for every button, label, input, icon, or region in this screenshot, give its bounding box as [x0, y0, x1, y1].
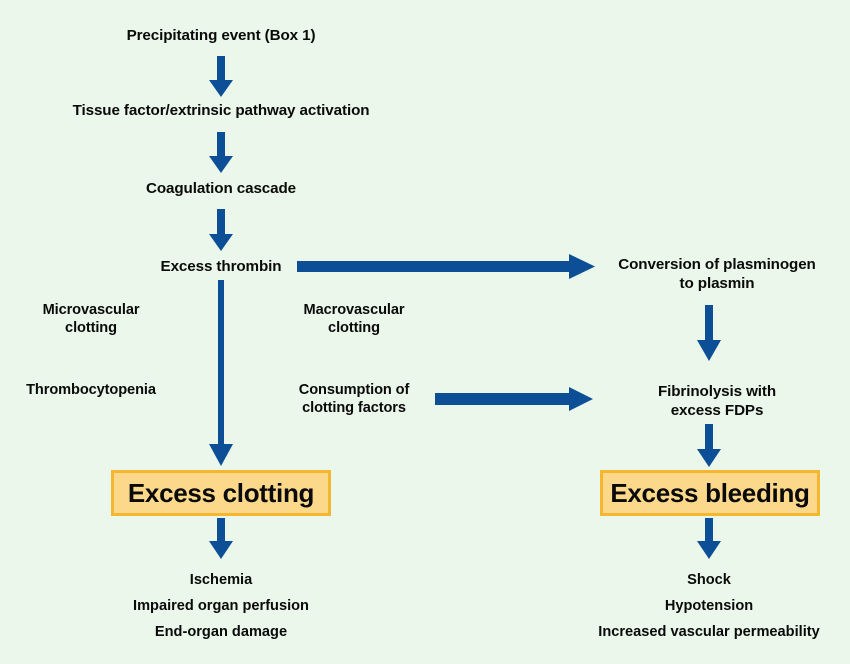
arrow-tissue-factor-to-cascade — [206, 132, 236, 174]
highlight-box-excess-clotting-label: Excess clotting — [127, 477, 315, 508]
arrow-excess-bleeding-to-outcomes — [694, 518, 724, 560]
arrow-consumption-to-fibrinolysis — [435, 387, 594, 411]
node-consumption-clotting-factors: Consumption of clotting factors — [298, 382, 410, 416]
arrow-precipitating-to-tissue-factor — [206, 56, 236, 98]
arrow-plasminogen-to-fibrinolysis — [694, 305, 724, 362]
highlight-box-excess-clotting: Excess clotting — [111, 470, 331, 516]
arrow-cascade-to-thrombin — [206, 209, 236, 252]
node-macrovascular-clotting: Macrovascular clotting — [303, 302, 405, 336]
outcomes-clotting: Ischemia Impaired organ perfusion End-or… — [133, 572, 309, 640]
node-thrombocytopenia: Thrombocytopenia — [26, 382, 156, 398]
outcomes-bleeding: Shock Hypotension Increased vascular per… — [598, 572, 820, 640]
arrow-thrombin-to-plasminogen — [297, 254, 596, 280]
highlight-box-excess-bleeding-label: Excess bleeding — [610, 477, 810, 508]
node-precipitating-event: Precipitating event (Box 1) — [126, 27, 316, 44]
node-coagulation-cascade: Coagulation cascade — [145, 180, 297, 197]
node-fibrinolysis: Fibrinolysis with excess FDPs — [657, 383, 777, 419]
node-tissue-factor: Tissue factor/extrinsic pathway activati… — [72, 102, 370, 119]
arrow-excess-clotting-to-outcomes — [206, 518, 236, 560]
node-microvascular-clotting: Microvascular clotting — [42, 302, 140, 336]
node-conversion-plasminogen: Conversion of plasminogen to plasmin — [618, 256, 816, 292]
node-excess-thrombin: Excess thrombin — [160, 258, 282, 275]
arrow-fibrinolysis-to-excess-bleeding — [694, 424, 724, 468]
highlight-box-excess-bleeding: Excess bleeding — [600, 470, 820, 516]
arrow-thrombin-to-excess-clotting — [206, 280, 236, 467]
